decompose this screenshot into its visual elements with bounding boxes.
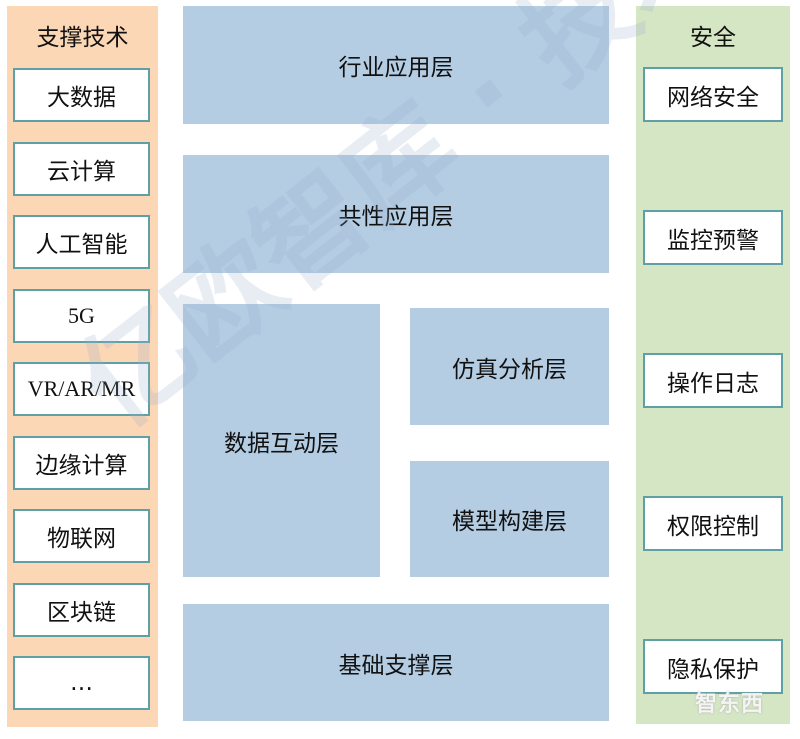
tech-item-vr-ar-mr: VR/AR/MR <box>13 362 150 416</box>
security-title: 安全 <box>690 25 736 51</box>
security-item-network-security: 网络安全 <box>643 67 783 122</box>
layer-simulation-analysis: 仿真分析层 <box>410 308 609 425</box>
tech-item-iot: 物联网 <box>13 509 150 563</box>
tech-item-blockchain: 区块链 <box>13 583 150 637</box>
layer-foundation-support: 基础支撑层 <box>183 604 609 721</box>
security-item-monitoring-alert: 监控预警 <box>643 210 783 265</box>
zhidongxi-logo: 智东西 <box>695 692 765 717</box>
layer-industry-application: 行业应用层 <box>183 6 609 124</box>
layer-data-interaction: 数据互动层 <box>183 304 380 577</box>
tech-item-cloud-computing: 云计算 <box>13 142 150 196</box>
tech-item-edge-computing: 边缘计算 <box>13 436 150 490</box>
support-tech-title: 支撑技术 <box>36 25 129 51</box>
security-item-access-control: 权限控制 <box>643 496 783 551</box>
tech-item-ellipsis: … <box>13 656 150 710</box>
security-item-operation-log: 操作日志 <box>643 353 783 408</box>
tech-item-big-data: 大数据 <box>13 68 150 122</box>
security-item-privacy-protection: 隐私保护 <box>643 639 783 694</box>
security-panel: 安全 网络安全 监控预警 操作日志 权限控制 隐私保护 <box>636 6 790 724</box>
tech-item-ai: 人工智能 <box>13 215 150 269</box>
layer-common-application: 共性应用层 <box>183 155 609 273</box>
tech-item-5g: 5G <box>13 289 150 343</box>
support-tech-panel: 支撑技术 大数据 云计算 人工智能 5G VR/AR/MR 边缘计算 物联网 区… <box>7 6 158 727</box>
layer-model-building: 模型构建层 <box>410 461 609 577</box>
